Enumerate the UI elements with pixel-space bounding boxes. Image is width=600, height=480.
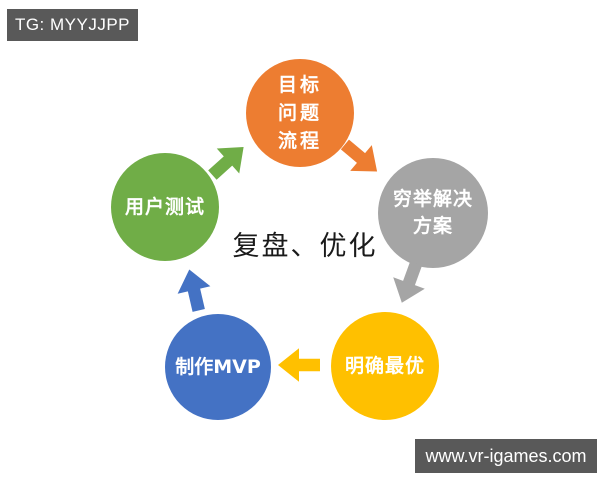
arrow-shape (278, 348, 320, 382)
node-optimal-line-1: 明确最优 (344, 355, 425, 377)
node-exhaustive-solutions: 穷举解决 方案 (378, 158, 488, 268)
node-mvp-line-1: 制作MVP (175, 356, 261, 378)
arrow-shape (177, 269, 211, 312)
node-build-mvp: 制作MVP (165, 314, 271, 420)
node-identify-optimal: 明确最优 (331, 312, 439, 420)
arrow-shape (340, 139, 378, 172)
node-goal-problem-process: 目标 问题 流程 (246, 59, 354, 167)
arrow-optimal-to-mvp-icon (278, 348, 320, 382)
arrow-mvp-to-testing-icon (177, 269, 211, 312)
arrow-goal-to-solutions-icon (340, 139, 378, 172)
node-user-testing: 用户测试 (111, 153, 219, 261)
watermark-top-label: TG: MYYJJPP (14, 15, 131, 34)
node-goal-line-1: 目标 (277, 74, 322, 96)
node-testing-line-1: 用户测试 (124, 196, 205, 218)
node-solutions-line-1: 穷举解决 (392, 188, 473, 210)
watermark-bottom-label: www.vr-igames.com (425, 445, 587, 466)
watermark-bottom-banner: www.vr-igames.com (415, 439, 597, 473)
arrow-solutions-to-optimal-icon (393, 261, 425, 303)
arrow-shape (393, 261, 425, 303)
node-goal-line-3: 流程 (277, 130, 322, 152)
center-label: 复盘、优化 (232, 230, 378, 262)
watermark-top-banner: TG: MYYJJPP (7, 9, 138, 41)
arrow-testing-to-goal-icon (208, 146, 244, 180)
arrow-shape (208, 146, 244, 180)
node-goal-line-2: 问题 (277, 102, 322, 124)
node-solutions-line-2: 方案 (412, 215, 453, 237)
